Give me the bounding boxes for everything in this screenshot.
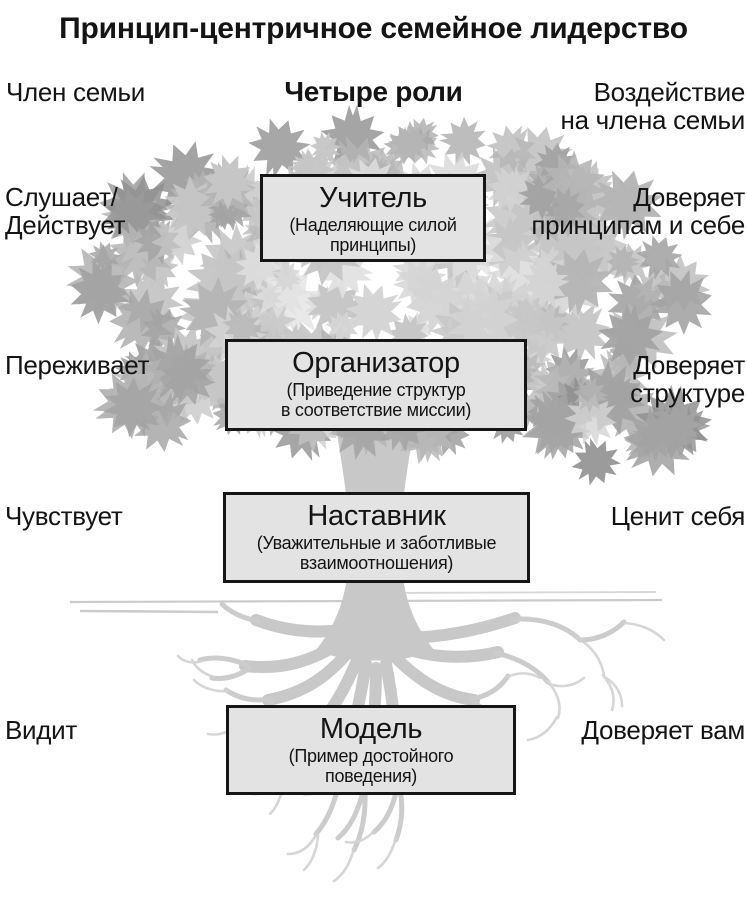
role-subtitle-line2: в соответствие миссии) [280,400,472,420]
member-action-line1: Чувствует [5,501,123,531]
impact-label-trusts-you: Доверяет вам [581,716,745,744]
role-box-organizer: Организатор (Приведение структур в соотв… [225,339,527,431]
member-action-line2: Действует [5,210,126,240]
impact-line1: Доверяет [633,350,745,380]
page-title: Принцип-центричное семейное лидерство [59,12,688,45]
member-action-line1: Слушает/ [5,182,118,212]
role-subtitle-line2: принципы) [329,235,417,255]
role-title: Организатор [292,347,460,379]
member-action-sees: Видит [5,716,77,744]
role-subtitle-line2: взаимоотношения) [299,553,454,573]
member-action-feels: Чувствует [5,502,123,530]
member-column-header: Член семьи [6,77,145,107]
role-box-teacher: Учитель (Наделяющие силой принципы) [260,174,486,262]
impact-label-values-self: Ценит себя [610,501,746,531]
impact-line1: Ценит себя [610,501,746,531]
member-action-listens: Слушает/ Действует [5,182,126,240]
role-box-model: Модель (Пример достойного поведения) [226,705,516,795]
impact-line2: структуре [630,378,745,408]
role-title: Наставник [307,500,446,532]
member-action-experiences: Переживает [5,351,149,379]
role-title: Учитель [319,182,427,214]
roles-column-header: Четыре роли [284,76,463,107]
member-action-line1: Видит [5,715,77,745]
impact-column-header: Воздействие на члена семьи [560,77,746,135]
impact-line2: принципам и себе [531,210,745,240]
role-subtitle-line2: поведения) [325,766,417,786]
impact-label-trusts-principles: Доверяет принципам и себе [531,183,745,239]
role-subtitle-line1: (Уважительные и заботливые [256,533,497,553]
impact-line1: Доверяет вам [581,715,745,745]
impact-header-line1: Воздействие [593,77,746,107]
role-subtitle-line1: (Наделяющие силой [289,215,457,235]
role-title: Модель [319,713,423,745]
impact-header-line2: на члена семьи [560,105,746,135]
canopy-leaves [51,104,722,494]
impact-label-trusts-structure: Доверяет структуре [630,351,745,407]
role-subtitle-line1: (Пример достойного [288,746,454,766]
impact-line1: Доверяет [633,182,745,212]
role-subtitle-line1: (Приведение структур [286,380,466,400]
member-action-line1: Переживает [5,350,150,380]
role-box-mentor: Наставник (Уважительные и заботливые вза… [223,492,530,583]
